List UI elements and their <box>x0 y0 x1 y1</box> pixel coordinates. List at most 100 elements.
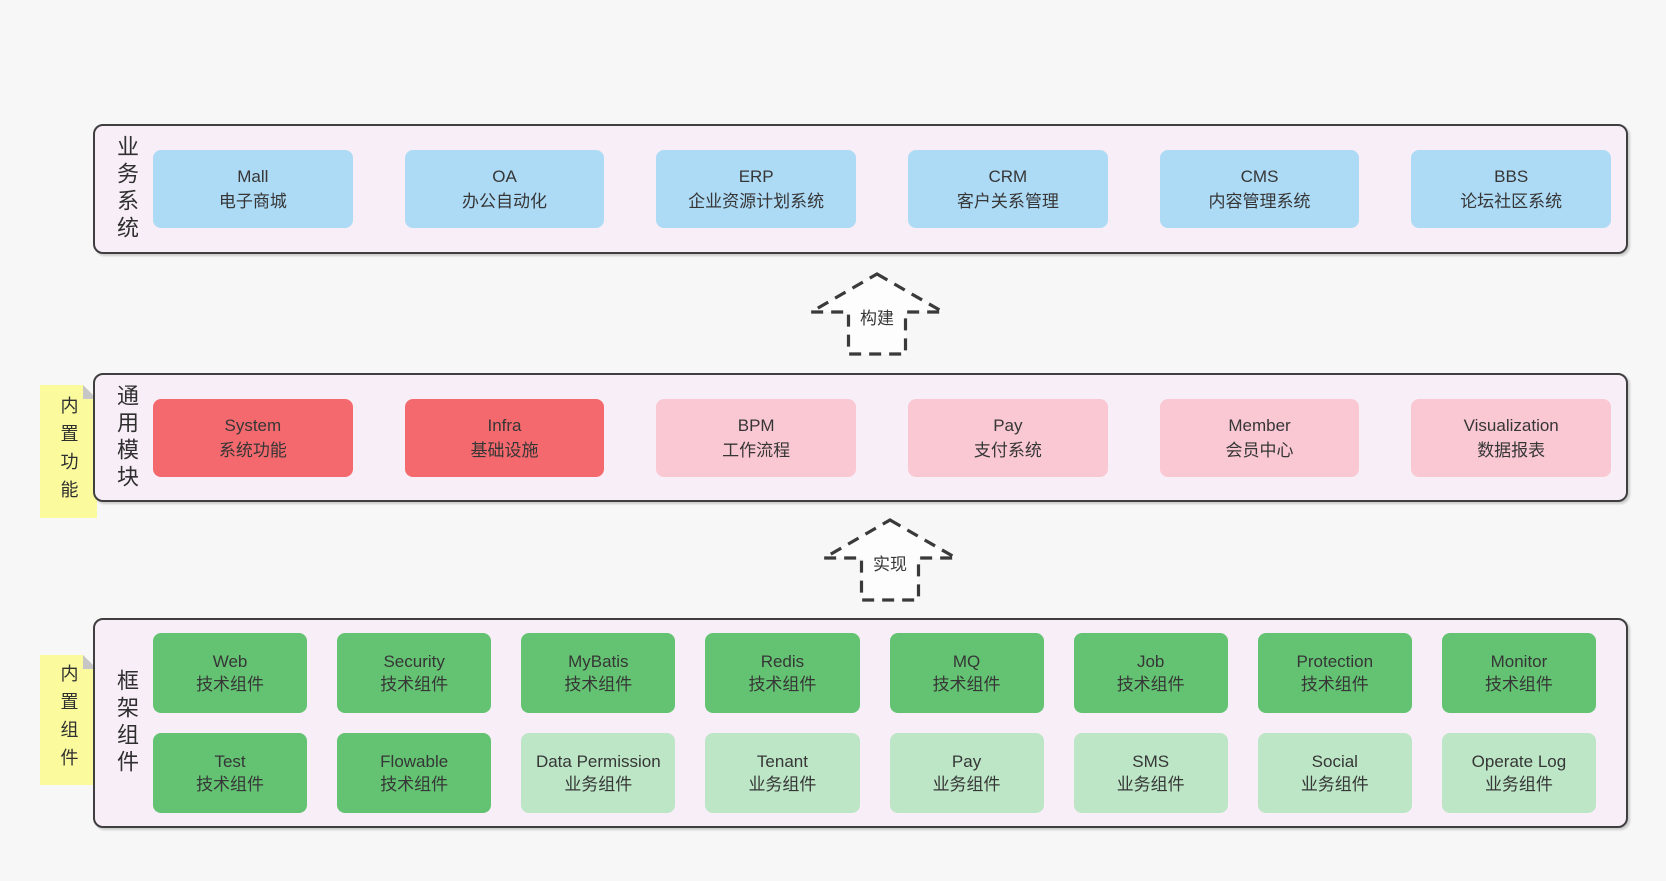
box-name: ERP <box>738 167 774 186</box>
box-name: Monitor <box>1490 652 1548 671</box>
band-label: 业务系统 <box>114 135 139 243</box>
box-operate-log: Operate Log 业务组件 <box>1441 733 1596 813</box>
arrow-up-build: 构建 <box>806 270 948 358</box>
box-bbs: BBS 论坛社区系统 <box>1411 150 1612 228</box>
box-test: Test 技术组件 <box>153 733 308 813</box>
band-framework-components: 框架组件 Web 技术组件 Security 技术组件 MyBatis 技术组件… <box>93 618 1628 828</box>
box-desc: 系统功能 <box>218 440 287 460</box>
component-row-1: Web 技术组件 Security 技术组件 MyBatis 技术组件 Redi… <box>153 633 1596 713</box>
box-name: SMS <box>1132 752 1170 771</box>
band-boxes: System 系统功能 Infra 基础设施 BPM 工作流程 Pay 支付系统… <box>143 375 1626 500</box>
arrow-label: 实现 <box>870 550 910 575</box>
box-bpm: BPM 工作流程 <box>656 398 857 477</box>
box-name: Mall <box>237 167 269 186</box>
box-name: Social <box>1311 752 1358 771</box>
box-name: Pay <box>951 752 982 771</box>
box-pay: Pay 支付系统 <box>908 398 1108 477</box>
box-desc: 业务组件 <box>564 775 633 794</box>
box-crm: CRM 客户关系管理 <box>908 150 1108 228</box>
box-cms: CMS 内容管理系统 <box>1159 150 1360 228</box>
box-protection: Protection 技术组件 <box>1257 633 1412 713</box>
box-redis: Redis 技术组件 <box>705 633 860 713</box>
band-label: 框架组件 <box>114 669 139 777</box>
component-row-2: Test 技术组件 Flowable 技术组件 Data Permission … <box>153 733 1596 813</box>
box-desc: 会员中心 <box>1225 440 1294 460</box>
box-desc: 业务组件 <box>1484 775 1553 794</box>
box-desc: 支付系统 <box>973 440 1042 460</box>
box-infra: Infra 基础设施 <box>404 398 605 477</box>
box-name: Pay <box>993 415 1023 435</box>
band-business-systems: 业务系统 Mall 电子商城 OA 办公自动化 ERP 企业资源计划系统 CRM… <box>93 124 1628 254</box>
sticky-note-builtin-features: 内置功能 <box>40 385 97 518</box>
box-name: Tenant <box>756 752 808 771</box>
box-desc: 业务组件 <box>748 775 817 794</box>
box-name: Infra <box>487 415 522 435</box>
box-desc: 技术组件 <box>1300 675 1369 694</box>
box-mall: Mall 电子商城 <box>153 150 353 228</box>
band-rows: Web 技术组件 Security 技术组件 MyBatis 技术组件 Redi… <box>143 620 1626 826</box>
box-system: System 系统功能 <box>153 398 353 477</box>
box-social: Social 业务组件 <box>1257 733 1412 813</box>
box-name: Redis <box>760 652 805 671</box>
box-name: Operate Log <box>1471 752 1567 771</box>
sticky-note-builtin-components: 内置组件 <box>40 655 97 785</box>
box-desc: 技术组件 <box>380 675 449 694</box>
box-desc: 技术组件 <box>564 675 633 694</box>
box-name: MyBatis <box>568 652 629 671</box>
band-boxes: Mall 电子商城 OA 办公自动化 ERP 企业资源计划系统 CRM 客户关系… <box>143 126 1626 252</box>
box-name: Visualization <box>1463 415 1559 435</box>
box-desc: 技术组件 <box>932 675 1001 694</box>
box-desc: 基础设施 <box>470 440 539 460</box>
box-desc: 论坛社区系统 <box>1460 192 1563 211</box>
box-data-permission: Data Permission 业务组件 <box>521 733 676 813</box>
sticky-note-text: 内置组件 <box>58 664 79 776</box>
box-desc: 技术组件 <box>196 775 265 794</box>
box-monitor: Monitor 技术组件 <box>1441 633 1596 713</box>
box-visualization: Visualization 数据报表 <box>1411 398 1612 477</box>
box-desc: 技术组件 <box>748 675 817 694</box>
box-member: Member 会员中心 <box>1159 398 1360 477</box>
band-label: 通用模块 <box>114 383 139 492</box>
box-name: Job <box>1136 652 1165 671</box>
box-desc: 客户关系管理 <box>956 192 1059 211</box>
box-desc: 企业资源计划系统 <box>688 192 825 211</box>
box-name: Member <box>1228 415 1291 435</box>
box-name: Web <box>212 652 248 671</box>
box-name: CMS <box>1240 167 1279 186</box>
box-desc: 技术组件 <box>380 775 449 794</box>
box-desc: 技术组件 <box>196 675 265 694</box>
box-name: Data Permission <box>535 752 661 771</box>
box-tenant: Tenant 业务组件 <box>705 733 860 813</box>
box-desc: 数据报表 <box>1477 440 1546 460</box>
box-desc: 业务组件 <box>1300 775 1369 794</box>
box-name: BPM <box>737 415 775 435</box>
arrow-up-implement: 实现 <box>819 516 961 604</box>
box-desc: 办公自动化 <box>462 192 547 211</box>
box-name: BBS <box>1494 167 1529 186</box>
box-desc: 内容管理系统 <box>1208 192 1311 211</box>
box-desc: 业务组件 <box>932 775 1001 794</box>
box-desc: 业务组件 <box>1116 775 1185 794</box>
box-job: Job 技术组件 <box>1073 633 1228 713</box>
box-name: Protection <box>1296 652 1374 671</box>
box-pay-biz: Pay 业务组件 <box>889 733 1044 813</box>
box-security: Security 技术组件 <box>337 633 492 713</box>
box-name: CRM <box>988 167 1028 186</box>
box-name: Test <box>214 752 246 771</box>
box-name: System <box>224 415 282 435</box>
box-desc: 电子商城 <box>218 192 287 211</box>
box-name: Flowable <box>380 752 449 771</box>
box-name: Security <box>383 652 445 671</box>
box-sms: SMS 业务组件 <box>1073 733 1228 813</box>
box-flowable: Flowable 技术组件 <box>337 733 492 813</box>
box-desc: 技术组件 <box>1484 675 1553 694</box>
arrow-label: 构建 <box>857 304 897 329</box>
box-name: OA <box>492 167 517 186</box>
box-erp: ERP 企业资源计划系统 <box>656 150 857 228</box>
box-mq: MQ 技术组件 <box>889 633 1044 713</box>
box-mybatis: MyBatis 技术组件 <box>521 633 676 713</box>
box-web: Web 技术组件 <box>153 633 308 713</box>
box-desc: 技术组件 <box>1116 675 1185 694</box>
band-common-modules: 通用模块 System 系统功能 Infra 基础设施 BPM 工作流程 Pay… <box>93 373 1628 502</box>
box-oa: OA 办公自动化 <box>404 150 605 228</box>
